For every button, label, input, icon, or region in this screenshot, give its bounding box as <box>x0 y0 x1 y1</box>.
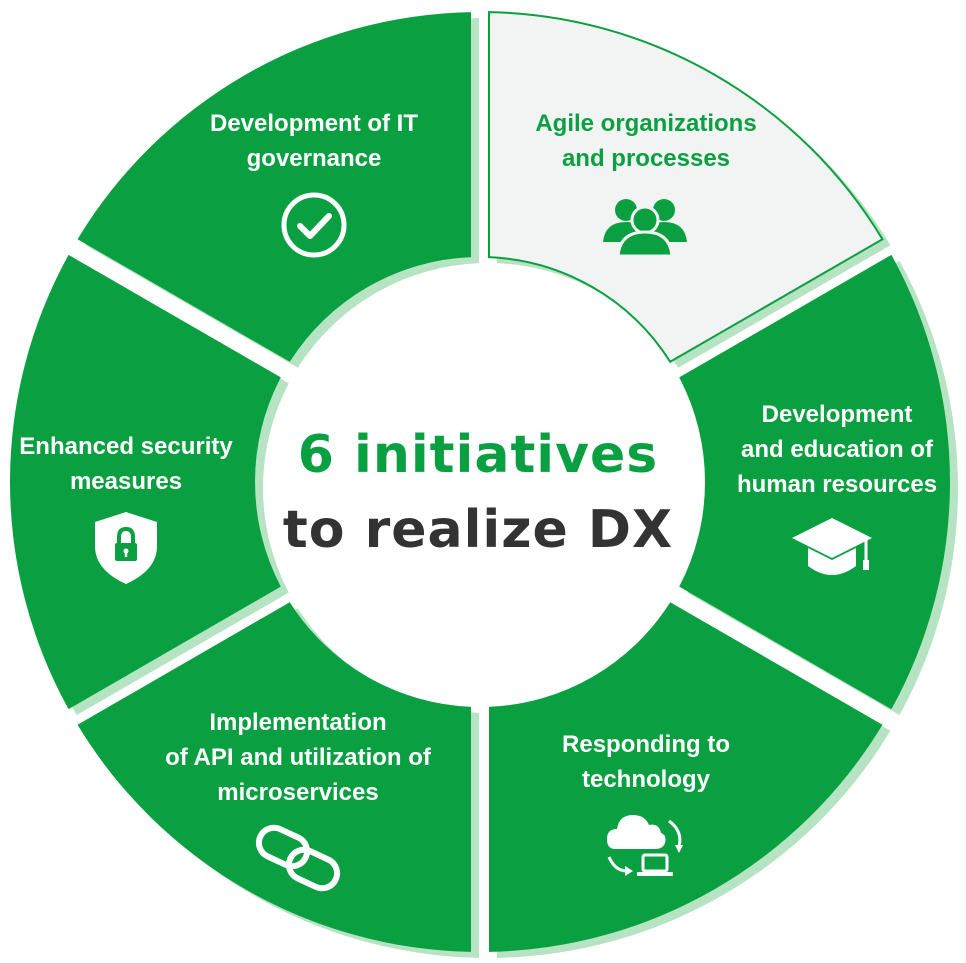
chain-link-icon <box>255 824 341 892</box>
label-it-governance: Development of IT governance <box>209 110 419 172</box>
center-title: 6 initiatives to realize DX <box>283 418 673 568</box>
segment-security <box>9 254 281 710</box>
segment-it-governance <box>77 12 471 362</box>
shield-lock-icon <box>95 512 157 584</box>
segment-api-microservices <box>77 602 471 952</box>
graduation-cap-icon <box>792 518 872 575</box>
segment-human-resources <box>679 254 951 710</box>
label-agile-organizations: Agile organizations and processes <box>535 110 757 172</box>
center-title-line-1: 6 initiatives <box>297 425 659 485</box>
segment-agile <box>488 11 884 364</box>
label-api-microservices: Implementation of API and utilization of… <box>165 709 431 806</box>
check-circle-icon <box>281 192 347 258</box>
label-responding-to-technology: Responding to technology <box>562 731 730 793</box>
cloud-sync-icon <box>607 815 683 876</box>
center-title-line-2: to realize DX <box>282 500 674 560</box>
label-enhanced-security: Enhanced security measures <box>19 433 233 495</box>
segment-shapes <box>9 11 951 952</box>
label-human-resources: Development and education of human resou… <box>736 401 938 498</box>
segment-technology <box>489 602 883 952</box>
people-group-icon <box>603 199 687 258</box>
